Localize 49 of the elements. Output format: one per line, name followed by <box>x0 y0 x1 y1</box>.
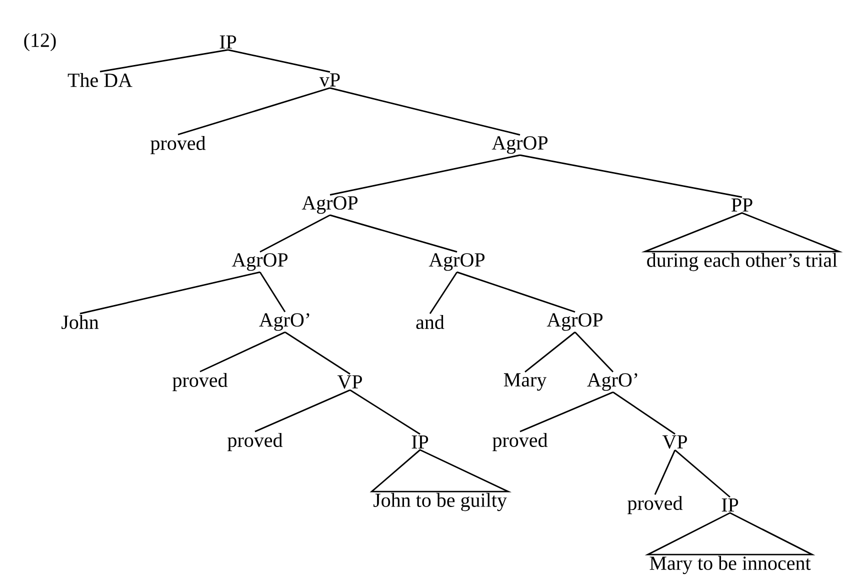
tree-branch <box>330 214 458 253</box>
tree-label: IP <box>722 498 738 512</box>
tree-label: proved <box>172 372 228 392</box>
tree-label: during each other’s trial <box>647 252 838 272</box>
tree-label: VP <box>662 435 687 449</box>
tree-label: AgrOP <box>232 253 288 271</box>
tree-label: IP <box>220 35 236 49</box>
tree-label: PP <box>731 198 752 212</box>
tree-branch <box>80 271 260 314</box>
tree-label: Mary to be innocent <box>648 556 811 574</box>
tree-branch <box>612 392 676 435</box>
tree-branch <box>200 331 286 372</box>
example-number: (12) <box>24 32 56 52</box>
tree-branch <box>330 154 520 196</box>
tree-branch <box>100 49 228 72</box>
tree-label: AgrO’ <box>259 313 310 331</box>
tree-label: Mary <box>504 373 547 391</box>
tree-label: The DA <box>68 72 132 88</box>
tree-branch <box>228 49 330 73</box>
tree-label: VP <box>337 375 362 389</box>
tree-branch <box>456 271 576 313</box>
tree-branch <box>284 332 350 375</box>
tree-branch <box>429 272 458 314</box>
tree-label: proved <box>150 136 206 154</box>
tree-label: proved <box>492 432 548 452</box>
tree-branch <box>520 154 742 198</box>
tree-branch <box>574 332 614 372</box>
tree-branch <box>178 87 330 136</box>
tree-branch <box>330 87 520 136</box>
tree-label: proved <box>626 496 683 514</box>
tree-branch <box>674 449 730 498</box>
tree-branch <box>259 272 286 312</box>
tree-label: AgrO’ <box>587 373 638 391</box>
tree-label: AgrOP <box>302 196 358 214</box>
tree-branch <box>520 391 614 432</box>
tree-branch <box>254 389 350 432</box>
tree-label: AgrOP <box>428 253 485 271</box>
tree-label: vP <box>319 73 340 87</box>
tree-label: and <box>416 314 444 330</box>
tree-branch <box>654 450 676 495</box>
tree-label: IP <box>412 435 428 449</box>
tree-label: AgrOP <box>546 313 603 331</box>
tree-branch <box>524 332 576 373</box>
tree-label: John to be guilty <box>372 492 507 512</box>
tree-branch <box>260 214 330 253</box>
tree-label: AgrOP <box>492 136 548 154</box>
tree-label: John <box>62 314 99 330</box>
tree-branch <box>350 389 420 435</box>
tree-label: proved <box>226 432 283 452</box>
